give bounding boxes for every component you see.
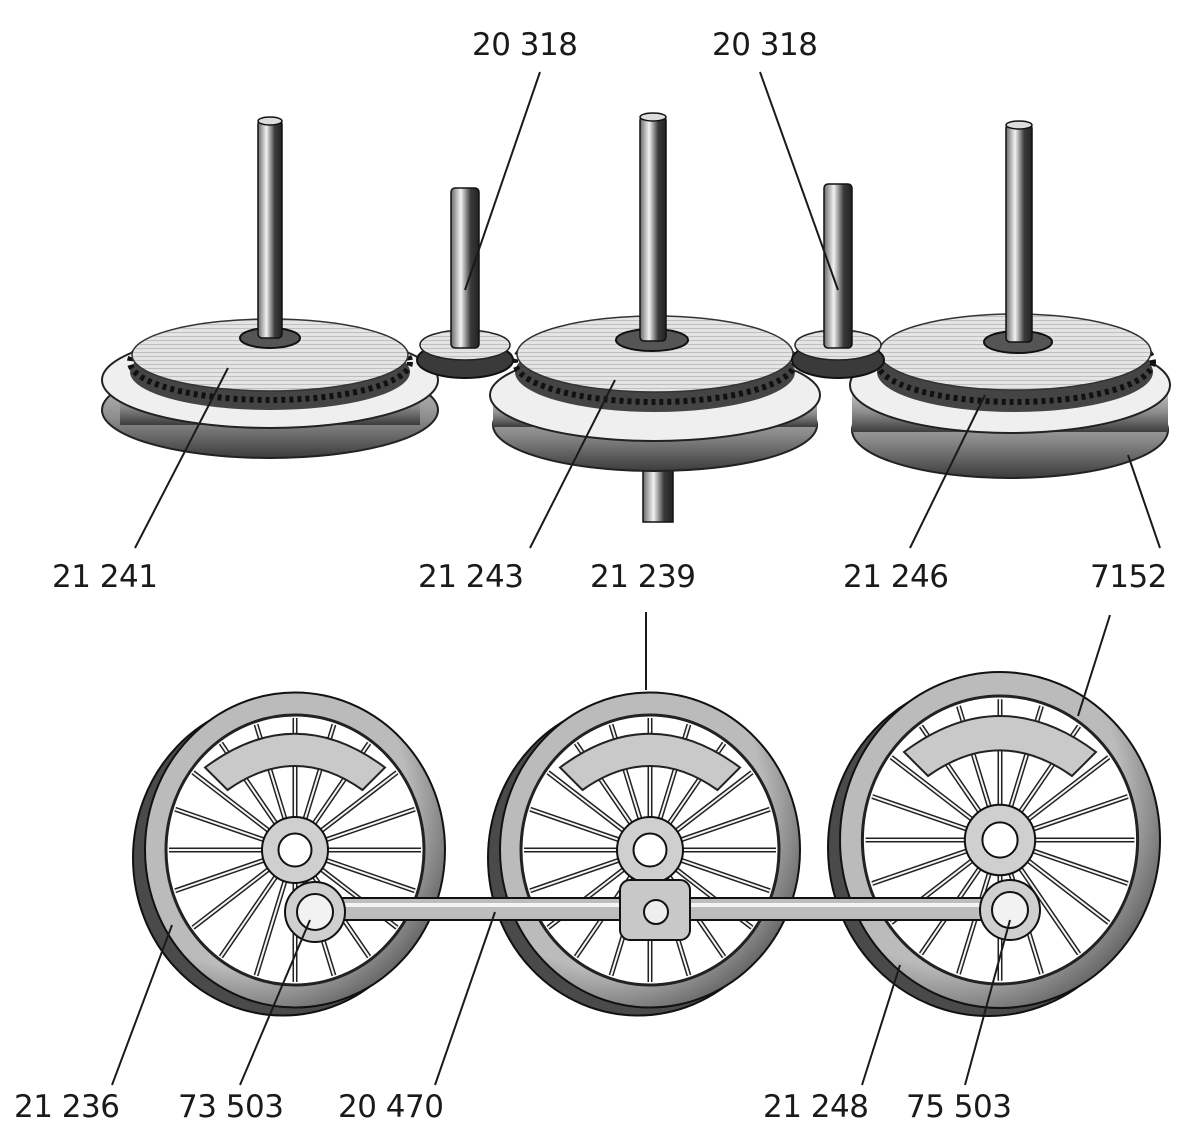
label-gear-idler-2: 20 318 [712, 27, 818, 63]
leader-gear-right [909, 394, 986, 549]
gear-21241-teeth [127, 321, 413, 403]
leader-crank-right [964, 919, 1011, 1086]
wheel-21236-axle-bore [277, 832, 313, 868]
gear-21243 [489, 112, 821, 523]
gear-21243-axle [639, 115, 667, 342]
gear-21246-axle [1005, 123, 1033, 343]
label-tire-right: 7152 [1090, 559, 1167, 595]
leader-wheel-right [861, 964, 901, 1086]
label-gear-left: 21 241 [52, 559, 158, 595]
wheel-21248-spoke-highlight [1027, 847, 1129, 885]
idler-pinion-2-shaft [823, 183, 853, 349]
gear-21246-axle-tip [1005, 120, 1033, 130]
wheel-21239 [487, 691, 801, 1017]
gear-21241-axle [257, 119, 283, 339]
wheel-21239-counterweight [558, 732, 742, 792]
wheel-21236-spoke-highlight [320, 808, 416, 843]
gear-21241 [101, 116, 439, 459]
wheel-21236-spoke-highlight [192, 771, 274, 835]
wheel-21248-axle-bore [981, 821, 1019, 859]
label-wheel-middle: 21 239 [590, 559, 696, 595]
leader-coupling-rod [434, 911, 496, 1086]
wheel-21239-spoke-highlight [675, 808, 771, 843]
label-crank-right: 75 503 [906, 1089, 1012, 1125]
leader-idler-1 [464, 71, 541, 291]
wheel-21236-spoke-highlight [174, 808, 270, 843]
wheel-21239-spoke-highlight [529, 808, 625, 843]
wheel-21248 [827, 671, 1161, 1017]
wheel-21239-axle-bore [632, 832, 668, 868]
wheel-21248-spoke-highlight [871, 795, 973, 833]
leader-tire-right [1127, 454, 1161, 549]
leader-wheel-left [111, 924, 173, 1086]
wheel-21236-spoke-highlight [220, 871, 280, 958]
crank-75503-pin [991, 891, 1029, 929]
wheel-21236-counterweight [203, 732, 387, 792]
label-wheel-left: 21 236 [14, 1089, 120, 1125]
wheel-21236-spoke-highlight [192, 865, 274, 929]
idler-pinion-2 [791, 183, 885, 379]
leader-lines [111, 71, 1161, 1086]
gear-21243-axle-tip [639, 112, 667, 122]
wheel-21239-spoke-highlight [529, 857, 625, 892]
wheel-21236-spoke-highlight [316, 771, 398, 835]
wheel-21239-spoke-highlight [675, 857, 771, 892]
wheel-21248-spoke-highlight [1027, 795, 1129, 833]
leader-gear-left [134, 367, 229, 549]
label-wheel-right: 21 248 [763, 1089, 869, 1125]
leader-idler-2 [759, 71, 839, 291]
wheel-21239-spoke-highlight [671, 771, 753, 835]
wheel-21236-spoke-highlight [174, 857, 270, 892]
label-gear-middle: 21 243 [418, 559, 524, 595]
coupling-rod-center-pin [643, 899, 669, 925]
crank-73503-pin [296, 893, 334, 931]
label-coupling-rod: 20 470 [338, 1089, 444, 1125]
wheel-21248-spoke-highlight [1022, 756, 1110, 824]
leader-gear-middle [529, 379, 616, 549]
gear-21241-axle-tip [257, 116, 283, 126]
leader-crank-left [239, 919, 311, 1086]
wheel-21239-spoke-highlight [547, 771, 629, 835]
label-crank-left: 73 503 [178, 1089, 284, 1125]
wheel-21248-spoke-highlight [1016, 862, 1080, 955]
leader-tire-wheel-right [1077, 614, 1111, 717]
gear-21246 [849, 120, 1171, 479]
label-gear-right: 21 246 [843, 559, 949, 595]
wheel-21248-spoke-highlight [1022, 856, 1110, 924]
wheel-21248-counterweight [902, 715, 1098, 778]
idler-pinion-1 [416, 187, 514, 379]
idler-pinion-1-shaft [450, 187, 480, 349]
driving-wheels [132, 671, 1161, 1017]
wheel-21248-spoke-highlight [890, 756, 978, 824]
label-gear-idler-1: 20 318 [472, 27, 578, 63]
wheel-21248-spoke-highlight [871, 847, 973, 885]
wheel-21236-spoke-highlight [255, 875, 288, 976]
wheel-21236-spoke-highlight [320, 857, 416, 892]
